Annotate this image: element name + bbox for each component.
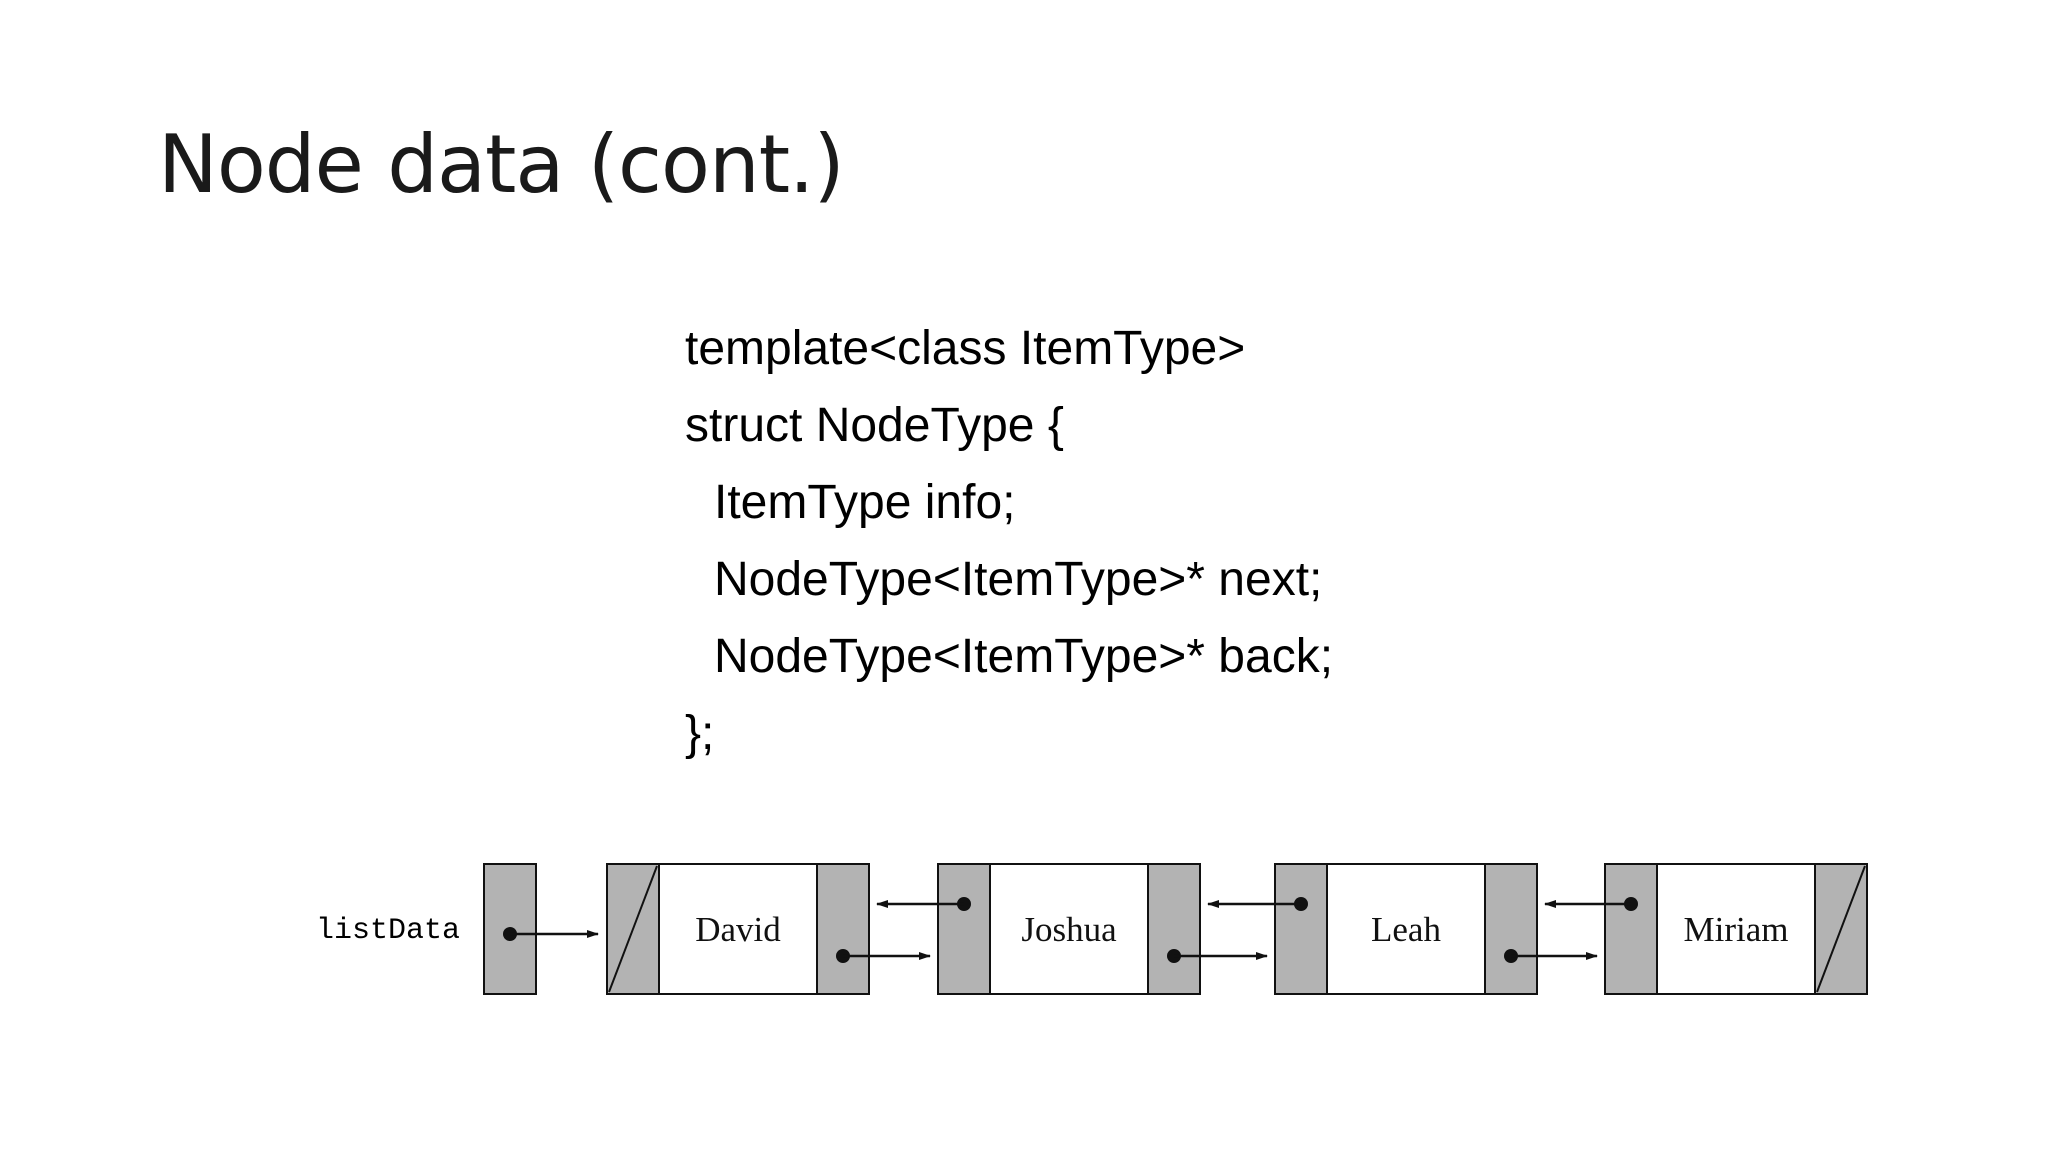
- node-info-field-joshua: [989, 863, 1149, 995]
- code-line-next: NodeType<ItemType>* next;: [714, 553, 1323, 606]
- null-next-slash: [1816, 865, 1866, 993]
- node-label-david: David: [695, 910, 781, 949]
- node-next-field-joshua: [1147, 863, 1201, 995]
- node-label-miriam: Miriam: [1684, 910, 1789, 949]
- code-block: template<class ItemType> struct NodeType…: [685, 310, 1333, 772]
- list-data-label: listData: [316, 914, 460, 948]
- node-info-field-david: [658, 863, 818, 995]
- code-line-back: NodeType<ItemType>* back;: [714, 630, 1334, 683]
- diagram-content: David Joshua Leah Miriam: [483, 863, 1868, 995]
- null-back-slash: [608, 865, 658, 993]
- node-back-field-leah: [1274, 863, 1328, 995]
- node-next-field-david: [816, 863, 870, 995]
- slide-title: Node data (cont.): [158, 118, 845, 211]
- node-next-field-leah: [1484, 863, 1538, 995]
- node-info-field-miriam: [1656, 863, 1816, 995]
- node-back-field-joshua: [937, 863, 991, 995]
- code-line-struct: struct NodeType {: [685, 399, 1064, 452]
- node-label-leah: Leah: [1371, 910, 1441, 949]
- code-line-template: template<class ItemType>: [685, 322, 1246, 375]
- code-line-info: ItemType info;: [714, 476, 1016, 529]
- node-back-field-miriam: [1604, 863, 1658, 995]
- code-line-close: };: [685, 707, 715, 760]
- node-label-joshua: Joshua: [1021, 910, 1117, 949]
